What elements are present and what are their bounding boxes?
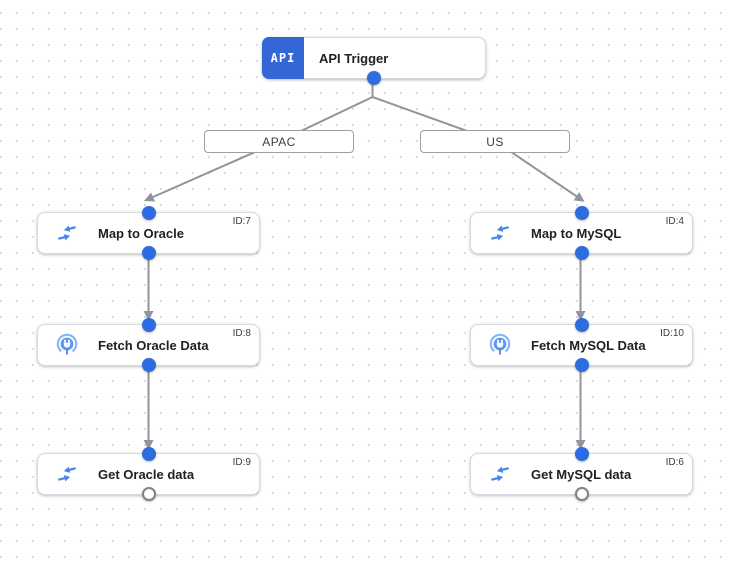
node-id-badge: ID:6 [665, 457, 684, 468]
data-mapping-icon [488, 221, 512, 245]
api-icon: API [262, 36, 304, 79]
node-title: Fetch MySQL Data [531, 337, 646, 353]
data-mapping-icon [55, 462, 79, 486]
output-port[interactable] [141, 246, 156, 260]
node-map-to-mysql[interactable]: Map to MySQL ID:4 [470, 206, 693, 260]
node-id-badge: ID:9 [232, 457, 251, 468]
input-port[interactable] [141, 318, 156, 332]
branch-label-text: APAC [262, 134, 296, 149]
input-port[interactable] [574, 206, 589, 220]
connector-icon [55, 333, 79, 357]
output-port-open[interactable] [141, 487, 156, 501]
node-map-to-oracle[interactable]: Map to Oracle ID:7 [37, 206, 260, 260]
node-title: Get MySQL data [531, 466, 632, 482]
output-port[interactable] [574, 246, 589, 260]
node-id-badge: ID:8 [232, 328, 251, 339]
node-title: Fetch Oracle Data [98, 337, 209, 353]
input-port[interactable] [574, 318, 589, 332]
node-id-badge: ID:10 [660, 328, 684, 339]
output-port[interactable] [574, 358, 589, 372]
input-port[interactable] [141, 206, 156, 220]
output-port[interactable] [141, 358, 156, 372]
node-title: Map to MySQL [531, 225, 622, 241]
node-title: Get Oracle data [98, 466, 195, 482]
node-get-oracle-data[interactable]: Get Oracle data ID:9 [37, 447, 260, 501]
node-id-badge: ID:7 [232, 216, 251, 227]
node-fetch-mysql-data[interactable]: Fetch MySQL Data ID:10 [470, 318, 693, 372]
output-port[interactable] [367, 71, 381, 85]
node-title: API Trigger [319, 50, 389, 66]
input-port[interactable] [141, 447, 156, 461]
data-mapping-icon [55, 221, 79, 245]
connector-icon [488, 333, 512, 357]
input-port[interactable] [574, 447, 589, 461]
node-id-badge: ID:4 [665, 216, 684, 227]
node-api-trigger[interactable]: API API Trigger [262, 36, 486, 85]
output-port-open[interactable] [574, 487, 589, 501]
node-title: Map to Oracle [98, 225, 184, 241]
node-get-mysql-data[interactable]: Get MySQL data ID:6 [470, 447, 693, 501]
branch-label-text: US [486, 134, 504, 149]
branch-label-apac[interactable]: APAC [204, 130, 354, 153]
data-mapping-icon [488, 462, 512, 486]
node-fetch-oracle-data[interactable]: Fetch Oracle Data ID:8 [37, 318, 260, 372]
branch-label-us[interactable]: US [420, 130, 570, 153]
